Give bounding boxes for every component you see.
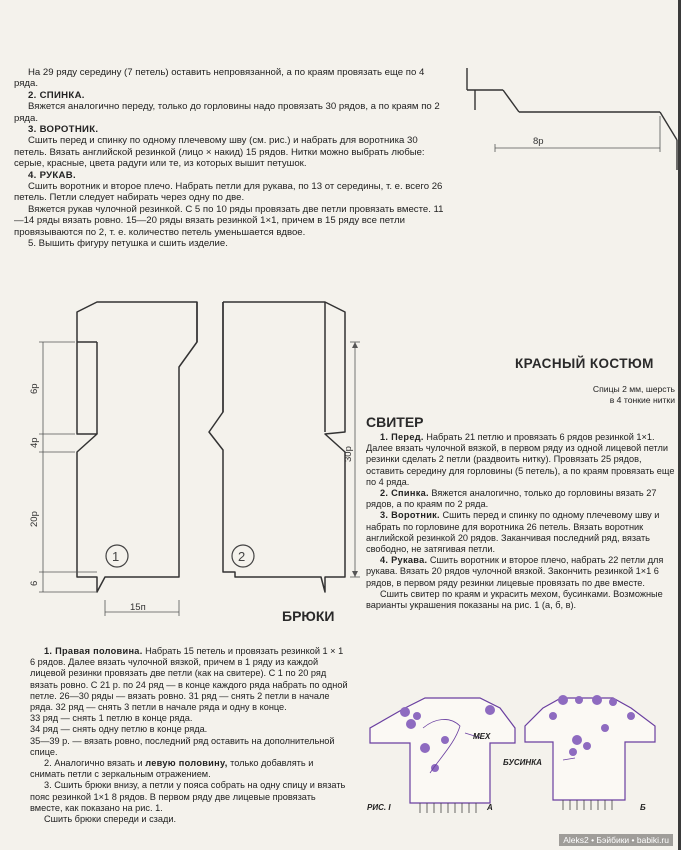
label-fur: МЕХ [473,732,491,741]
collar-paragraph: Сшить перед и спинку по одному плечевому… [14,135,425,170]
sweater-collar-heading: 3. Воротник. [380,510,440,521]
piece-1-number: 1 [112,549,119,564]
label-bead: БУСИНКА [503,758,542,767]
right-half-heading: 1. Правая половина. [44,646,143,656]
label-30r: 30р [343,446,354,462]
sweater-back-heading: 2. Спинка. [380,488,429,499]
piece-1-outline [76,301,198,593]
sleeve-heading: 4. РУКАВ. [28,169,76,181]
yarn-line-2: в 4 тонкие нитки [609,394,675,405]
watermark: Aleks2 • Бэйбики • babiki.ru [559,834,673,846]
trousers-diagram: 6р 4р 20р 6 30р 15п 1 2 [29,301,360,616]
sweater-sleeves-body: Сшить воротник и второе плечо, набрать 2… [366,555,664,588]
label-4r: 4р [29,437,40,448]
label-figure-1: РИС. I [367,803,391,812]
yarn-info: Спицы 2 мм, шерсть в 4 тонкие нитки [520,384,675,405]
finish-paragraph: 5. Вышить фигуру петушка и сшить изделие… [28,238,228,250]
left-text-block: На 29 ряду середину (7 петель) оставить … [14,67,444,250]
left-half-heading: левую половину, [145,758,228,769]
label-15p: 15п [130,602,146,613]
sweater-text: 1. Перед. Набрать 21 петлю и провязать 6… [366,432,678,611]
sweater-back-body: Вяжется аналогично, только до горловины … [366,488,657,510]
row-34: 34 ряд — снять одну петлю в конце ряда. [30,724,208,735]
label-20r: 20р [29,511,40,527]
top-pattern-diagram: 8р [466,68,678,170]
piece-2-outline [208,301,346,593]
page-edge [678,0,681,850]
sleeve-paragraph-1: Сшить воротник и второе плечо. Набрать п… [14,181,443,204]
sew-paragraph: Сшить брюки спереди и сзади. [44,814,177,825]
red-costume-title: КРАСНЫЙ КОСТЮМ [515,356,654,371]
sweater-front-body: Набрать 21 петлю и провязать 6 рядов рез… [366,432,675,487]
piece-2-number: 2 [238,549,245,564]
sleeve-paragraph-2: Вяжется рукав чулочной резинкой. С 5 по … [14,203,444,238]
sweater-b-outline [524,697,656,801]
trousers-title: БРЮКИ [282,608,335,624]
label-variant-a: А [486,803,493,812]
sweater-title: СВИТЕР [366,414,424,430]
label-6: 6 [29,581,40,586]
left-half-pre: 2. Аналогично вязать и [44,758,146,769]
trousers-text: 1. Правая половина. Набрать 15 петель и … [30,646,348,825]
sweater-illustration: МЕХ БУСИНКА РИС. I А Б [367,695,656,813]
sweater-front-heading: 1. Перед. [380,432,424,442]
label-6r: 6р [29,383,40,394]
sweater-collar-body: Сшить перед и спинку по одному плечевому… [366,510,660,555]
row-35-39: 35—39 р. — вязать ровно, последний ряд о… [30,735,335,757]
back-heading: 2. СПИНКА. [28,89,85,101]
yarn-line-1: Спицы 2 мм, шерсть [592,384,675,394]
intro-paragraph: На 29 ряду середину (7 петель) оставить … [14,67,425,90]
collar-heading: 3. ВОРОТНИК. [28,124,99,136]
label-variant-b: Б [640,803,646,812]
sweater-sleeves-heading: 4. Рукава. [380,555,428,566]
sweater-finish: Сшить свитер по краям и украсить мехом, … [366,588,663,611]
waist-paragraph: 3. Сшить брюки внизу, а петли у пояса со… [30,780,346,813]
row-33: 33 ряд — снять 1 петлю в конце ряда. [30,713,193,724]
back-paragraph: Вяжется аналогично переду, только до гор… [14,101,440,124]
left-half-post: только добавлять и снимать петли с зерка… [30,758,314,780]
right-half-body: Набрать 15 петель и провязать резинкой 1… [30,646,348,713]
label-8r: 8р [533,136,544,147]
